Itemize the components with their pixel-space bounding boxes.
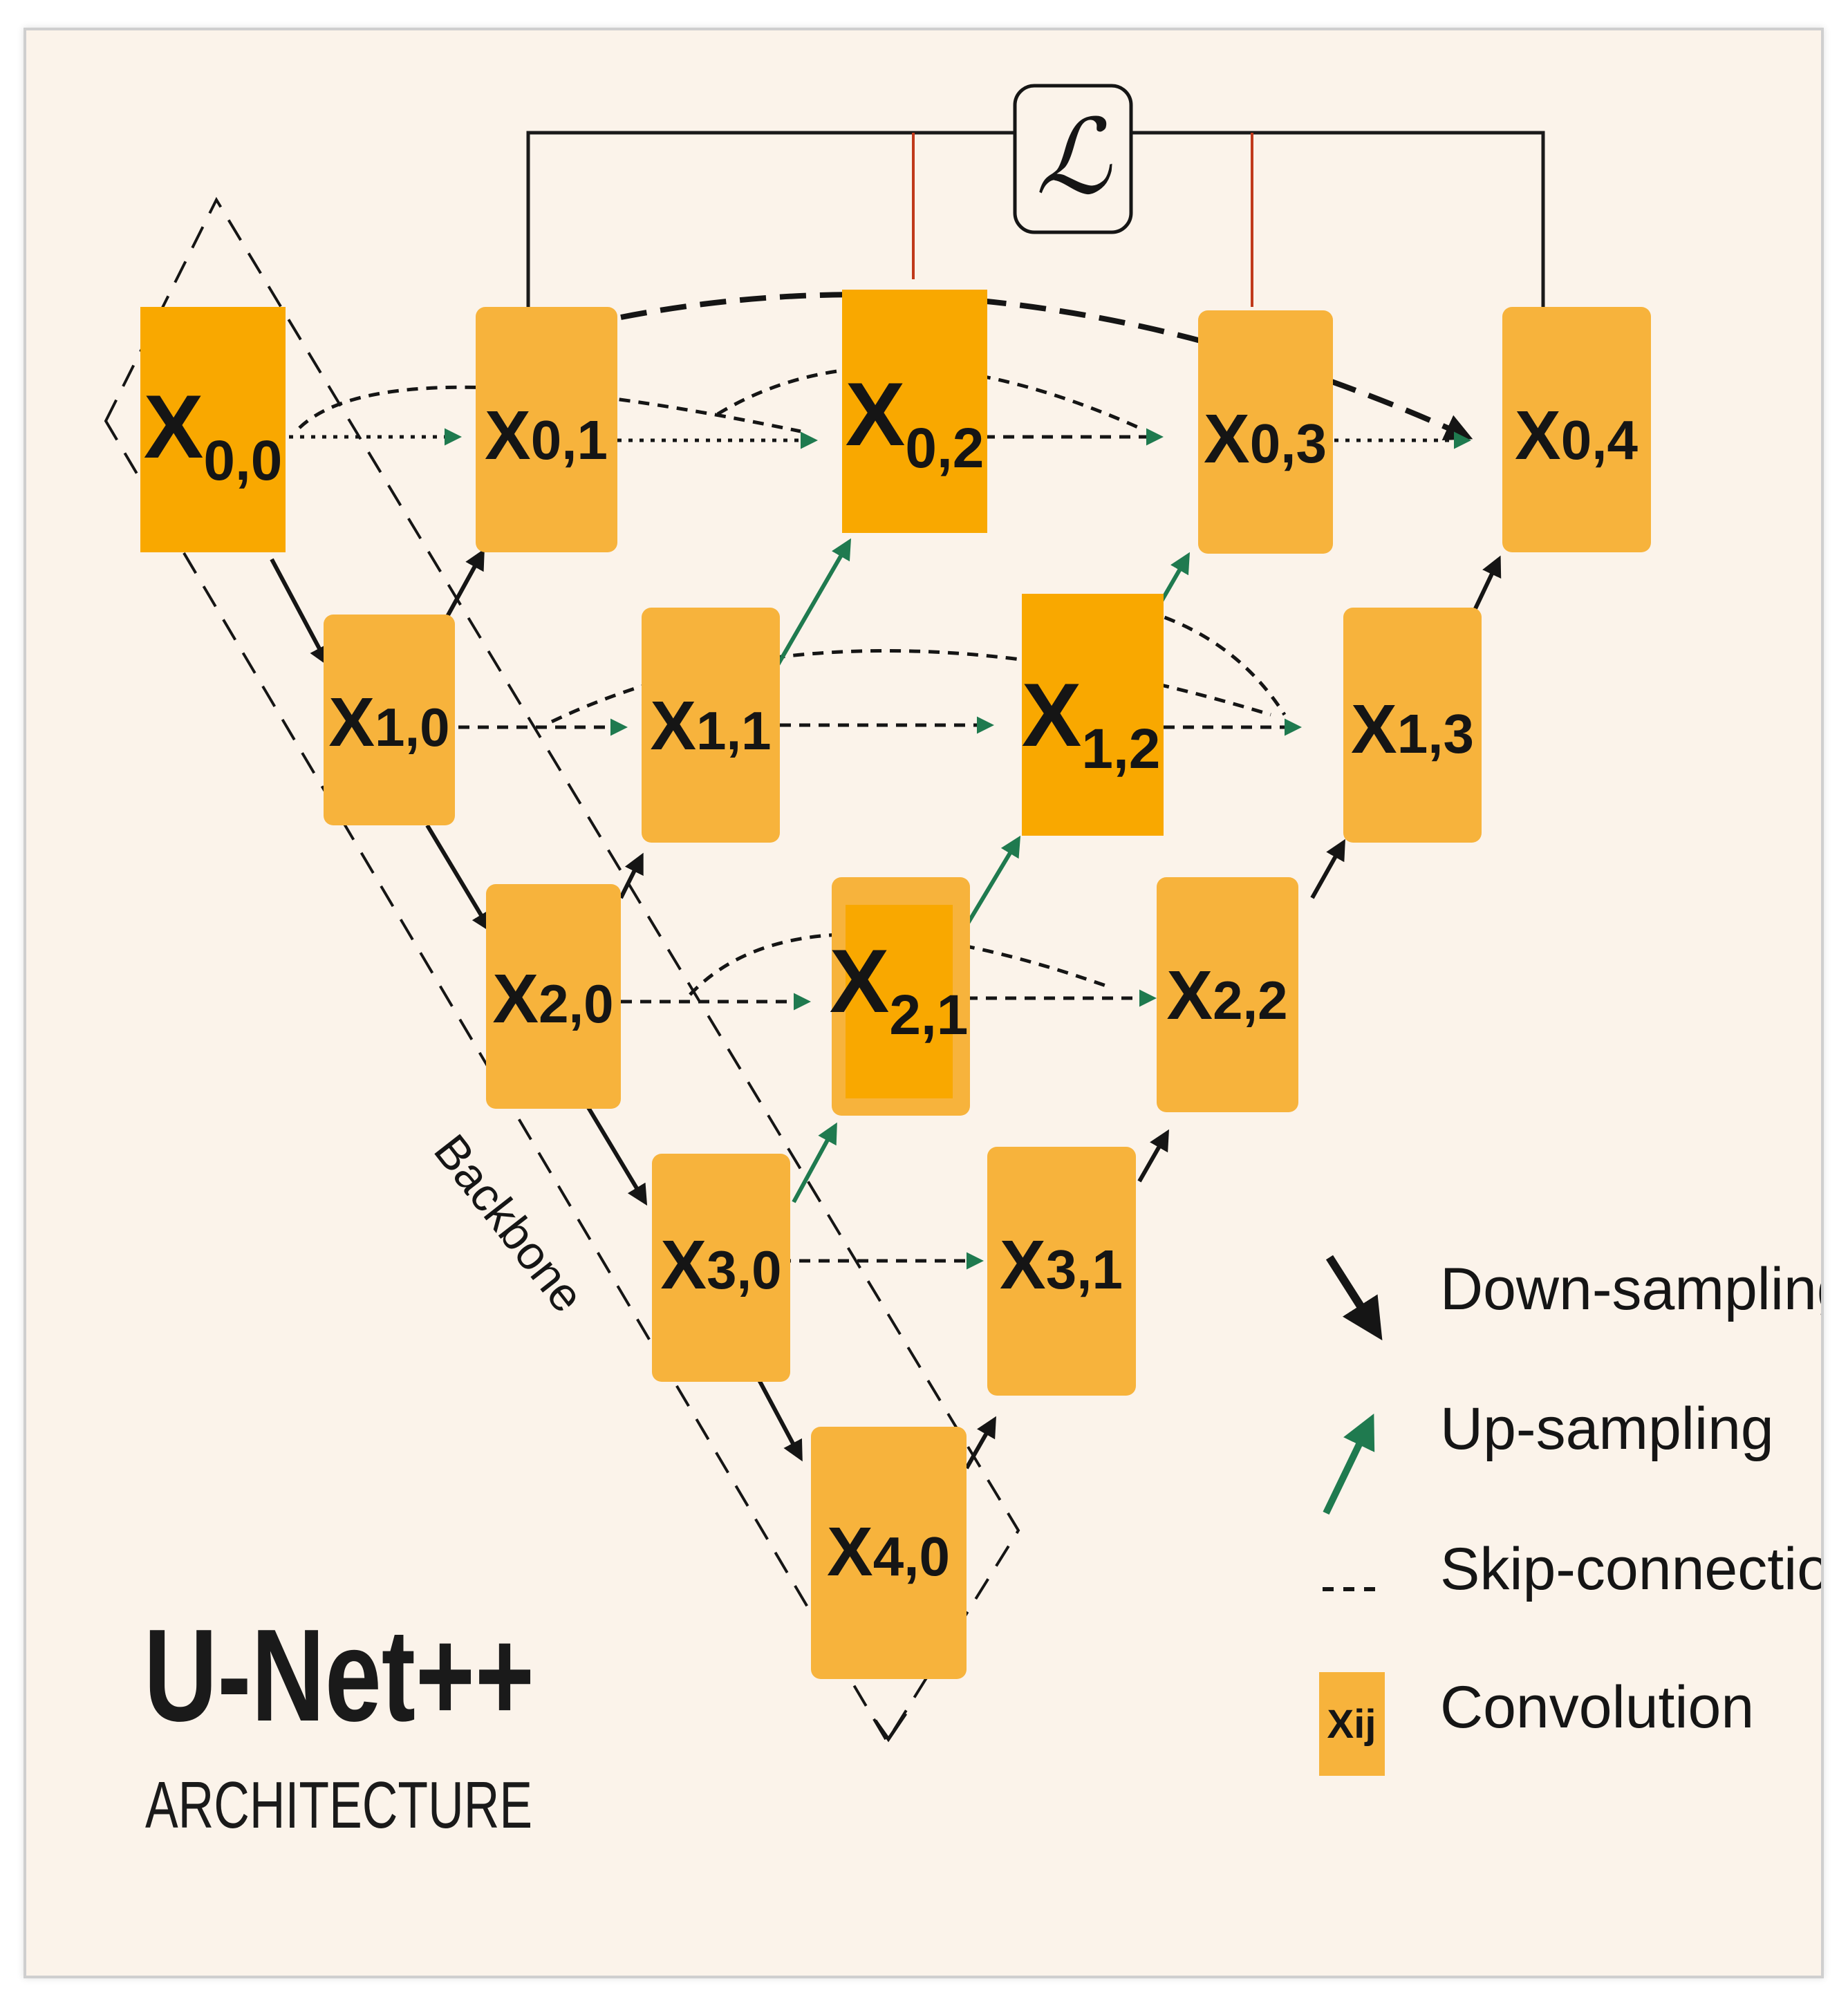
node-x31: X3,1 xyxy=(987,1147,1136,1396)
down-x20-x30 xyxy=(581,1097,648,1206)
down-arrow-icon xyxy=(1325,1255,1383,1341)
conv-icon-label: Xij xyxy=(1327,1702,1376,1747)
legend-skip: Skip-connection xyxy=(1323,1536,1821,1602)
legend-up-label: Up-sampling xyxy=(1440,1396,1774,1462)
legend-skip-label: Skip-connection xyxy=(1440,1536,1821,1602)
svg-text:X2,1: X2,1 xyxy=(830,930,969,1047)
node-x04: X0,4 xyxy=(1502,307,1651,552)
down-x00-x10 xyxy=(270,558,329,667)
svg-text:X2,2: X2,2 xyxy=(1166,957,1287,1034)
up-x10-x01 xyxy=(442,548,485,623)
loss-box: ℒ xyxy=(1013,84,1133,234)
node-x10: X1,0 xyxy=(324,615,455,825)
node-x22: X2,2 xyxy=(1157,877,1298,1112)
svg-text:X0,4: X0,4 xyxy=(1515,397,1638,474)
legend: Down-sampling Up-sampling Skip-connectio… xyxy=(1319,1255,1821,1776)
up-x11-x02 xyxy=(771,538,852,675)
svg-text:X0,1: X0,1 xyxy=(485,397,608,474)
legend-down-label: Down-sampling xyxy=(1440,1256,1821,1322)
legend-down: Down-sampling xyxy=(1325,1255,1821,1341)
svg-text:X3,0: X3,0 xyxy=(660,1226,781,1304)
up-x20-x11 xyxy=(619,852,644,899)
up-x30-x21 xyxy=(792,1122,837,1203)
svg-text:X1,0: X1,0 xyxy=(328,684,449,761)
legend-up: Up-sampling xyxy=(1323,1396,1774,1515)
up-x31-x22 xyxy=(1137,1129,1169,1183)
diagram-frame: Backbone ℒ xyxy=(24,28,1824,1978)
legend-conv: Xij Convolution xyxy=(1319,1672,1754,1776)
node-x40: X4,0 xyxy=(811,1427,967,1679)
svg-text:X1,3: X1,3 xyxy=(1351,691,1474,768)
backbone-label: Backbone xyxy=(424,1125,594,1322)
title-main: U-Net++ xyxy=(144,1602,534,1749)
nodes: X0,0 X0,1 X0,2 X0,3 X0,4 X1,0 X1,1 X1,2 xyxy=(140,290,1651,1679)
node-x01: X0,1 xyxy=(476,307,617,552)
node-x11: X1,1 xyxy=(642,608,780,843)
svg-text:X4,0: X4,0 xyxy=(827,1513,950,1591)
skip-arc-x11-x13 xyxy=(1146,609,1287,716)
node-x13: X1,3 xyxy=(1343,608,1482,843)
legend-conv-label: Convolution xyxy=(1440,1674,1754,1741)
up-x22-x13 xyxy=(1310,838,1345,899)
title-sub: ARCHITECTURE xyxy=(145,1768,532,1842)
svg-text:X0,3: X0,3 xyxy=(1204,400,1327,478)
node-x02: X0,2 xyxy=(842,290,987,533)
node-x30: X3,0 xyxy=(652,1154,790,1382)
skip-connections xyxy=(289,428,1471,1270)
svg-text:X1,2: X1,2 xyxy=(1022,664,1161,780)
up-x21-x12 xyxy=(964,835,1021,927)
svg-text:X2,0: X2,0 xyxy=(492,960,613,1038)
node-x21: X2,1 xyxy=(830,877,970,1116)
node-x12: X1,2 xyxy=(1022,594,1164,836)
skip-arc-x00-x02 xyxy=(298,385,801,433)
node-x00: X0,0 xyxy=(140,307,286,552)
node-x03: X0,3 xyxy=(1198,310,1333,554)
backbone-outline xyxy=(104,196,1020,1744)
skip-arc-x00-x04 xyxy=(620,292,1473,441)
down-x10-x20 xyxy=(425,824,492,933)
up-arrow-icon xyxy=(1323,1413,1375,1515)
svg-text:X3,1: X3,1 xyxy=(1000,1226,1123,1304)
svg-text:X0,0: X0,0 xyxy=(144,376,283,492)
node-x20: X2,0 xyxy=(486,884,621,1109)
loss-symbol: ℒ xyxy=(1036,97,1112,218)
unet-plus-plus-diagram: Backbone ℒ xyxy=(104,84,1821,1842)
up-x40-x31 xyxy=(964,1416,996,1470)
svg-text:X1,1: X1,1 xyxy=(650,687,771,765)
conv-box-icon xyxy=(1319,1672,1385,1776)
backbone-apex-mark xyxy=(873,1712,908,1743)
svg-text:X0,2: X0,2 xyxy=(846,364,984,480)
